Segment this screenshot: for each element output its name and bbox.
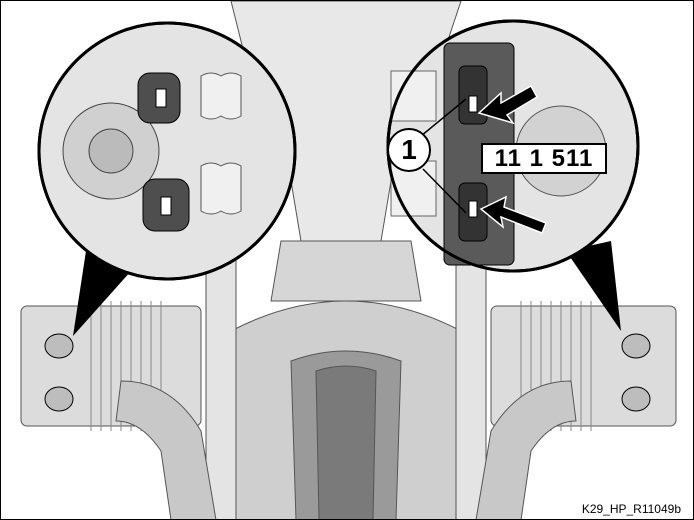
- motorcycle-background: [20, 1, 677, 519]
- callout-number: 1: [401, 134, 417, 165]
- tool-number: 11 1 511: [494, 144, 594, 172]
- tool-number-label: 11 1 511: [481, 143, 607, 174]
- detail-pointer-right: [566, 241, 621, 331]
- callout-1: 1: [387, 128, 431, 172]
- detail-pointer-left: [73, 251, 131, 336]
- figure-id: K29_HP_R11049b: [581, 502, 681, 516]
- detail-circle-left: [37, 21, 297, 281]
- arrow-upper-icon: [477, 84, 539, 125]
- arrow-lower-icon: [479, 195, 547, 234]
